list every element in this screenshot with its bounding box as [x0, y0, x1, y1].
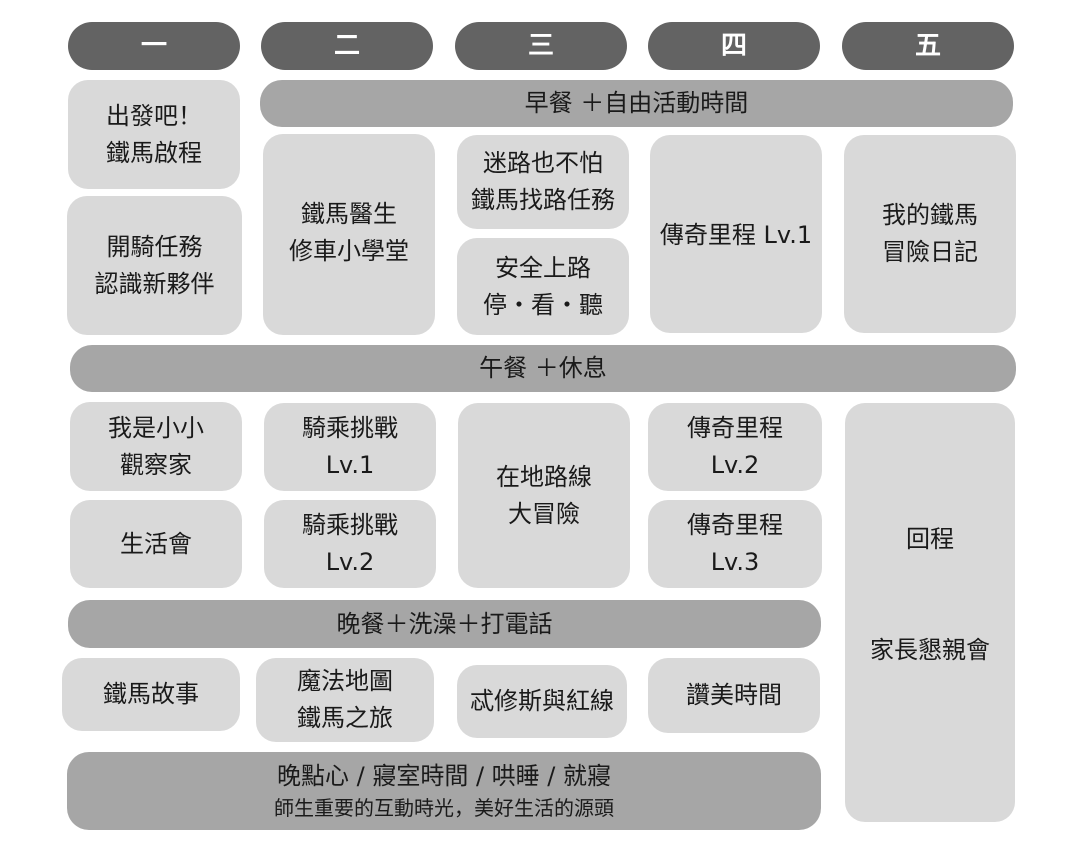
tue-afternoon-1: 騎乘挑戰 Lv.1	[264, 403, 436, 491]
fri-morning: 我的鐵馬冒險日記	[844, 135, 1016, 333]
tue-afternoon-2: 騎乘挑戰 Lv.2	[264, 500, 436, 588]
line: 觀察家	[120, 450, 192, 479]
line: 鐵馬之旅	[297, 704, 393, 732]
line: 鐵馬故事	[103, 680, 199, 708]
wed-morning-2: 安全上路停・看・聽	[457, 238, 629, 335]
day-header-thu: 四	[648, 22, 820, 70]
line: 安全上路	[495, 253, 591, 282]
line: 迷路也不怕	[483, 149, 603, 177]
line: 鐵馬啟程	[106, 138, 202, 167]
night-title: 晚點心 / 寢室時間 / 哄睡 / 就寢	[276, 762, 612, 790]
thu-afternoon-2: 傳奇里程 Lv.3	[648, 500, 822, 588]
wed-morning-1: 迷路也不怕鐵馬找路任務	[457, 135, 629, 229]
breakfast-band: 早餐 ＋自由活動時間	[260, 80, 1013, 127]
fri-afternoon: 回程家長懇親會	[845, 403, 1015, 822]
wed-afternoon: 在地路線大冒險	[458, 403, 630, 588]
line: 在地路線	[496, 463, 592, 491]
line: 大冒險	[508, 500, 580, 528]
line: 傳奇里程	[687, 414, 783, 442]
line: Lv.1	[325, 451, 375, 479]
tue-morning: 鐵馬醫生修車小學堂	[263, 134, 435, 335]
line: 騎乘挑戰	[302, 511, 398, 539]
line: 忒修斯與紅線	[470, 687, 614, 715]
line: 我是小小	[108, 413, 204, 442]
day-header-fri: 五	[842, 22, 1014, 70]
mon-evening: 鐵馬故事	[62, 658, 240, 731]
mon-afternoon-1: 我是小小觀察家	[70, 402, 242, 491]
line: 騎乘挑戰	[302, 414, 398, 442]
line: 冒險日記	[882, 238, 978, 266]
line: 魔法地圖	[297, 667, 393, 695]
line: 開騎任務	[106, 232, 203, 261]
day-header-mon: 一	[68, 22, 240, 70]
dinner-band: 晚餐＋洗澡＋打電話	[68, 600, 821, 648]
night-subtitle: 師生重要的互動時光，美好生活的源頭	[274, 796, 614, 820]
mon-afternoon-2: 生活會	[70, 500, 242, 588]
thu-morning: 傳奇里程 Lv.1	[650, 135, 822, 333]
day-header-tue: 二	[261, 22, 433, 70]
line: 傳奇里程	[687, 511, 783, 539]
line: 家長懇親會	[870, 636, 990, 664]
tue-evening: 魔法地圖鐵馬之旅	[256, 658, 434, 742]
line: 修車小學堂	[289, 237, 409, 265]
line: 鐵馬找路任務	[471, 186, 615, 214]
line: 停・看・聽	[483, 290, 603, 319]
wed-evening: 忒修斯與紅線	[457, 665, 627, 738]
mon-morning-2: 開騎任務認識新夥伴	[67, 196, 242, 335]
thu-afternoon-1: 傳奇里程 Lv.2	[648, 403, 822, 491]
line: 我的鐵馬	[882, 201, 978, 229]
line: 鐵馬醫生	[301, 200, 397, 228]
line: Lv.2	[710, 451, 760, 479]
line: Lv.3	[710, 548, 760, 576]
thu-evening: 讚美時間	[648, 658, 820, 733]
line: 生活會	[120, 529, 192, 558]
line: Lv.2	[325, 548, 375, 576]
line: 傳奇里程 Lv.1	[659, 221, 813, 249]
line: 出發吧！	[106, 101, 202, 130]
day-header-wed: 三	[455, 22, 627, 70]
line: 認識新夥伴	[94, 269, 215, 298]
lunch-band: 午餐 ＋休息	[70, 345, 1016, 392]
mon-morning-1: 出發吧！ 鐵馬啟程	[68, 80, 240, 189]
line: 回程	[906, 525, 954, 553]
line: 讚美時間	[686, 681, 782, 709]
night-band: 晚點心 / 寢室時間 / 哄睡 / 就寢師生重要的互動時光，美好生活的源頭	[67, 752, 821, 830]
